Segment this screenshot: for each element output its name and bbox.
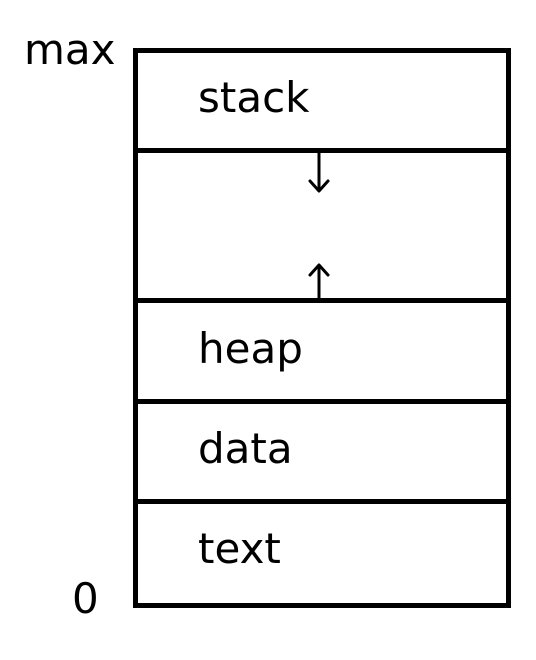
heap-growth-up-arrow-icon: [308, 263, 330, 300]
heap-data-divider: [133, 399, 511, 404]
segment-label-text: text: [198, 524, 281, 573]
segment-label-heap: heap: [198, 324, 303, 373]
zero-address-label: 0: [72, 574, 99, 623]
segment-label-data: data: [198, 424, 293, 473]
stack-growth-down-arrow-icon: [308, 152, 330, 193]
gap-heap-divider: [133, 298, 511, 303]
data-text-divider: [133, 499, 511, 504]
address-space-box: [133, 48, 511, 608]
max-address-label: max: [24, 25, 116, 74]
stack-gap-divider: [133, 148, 511, 153]
segment-label-stack: stack: [198, 73, 310, 122]
